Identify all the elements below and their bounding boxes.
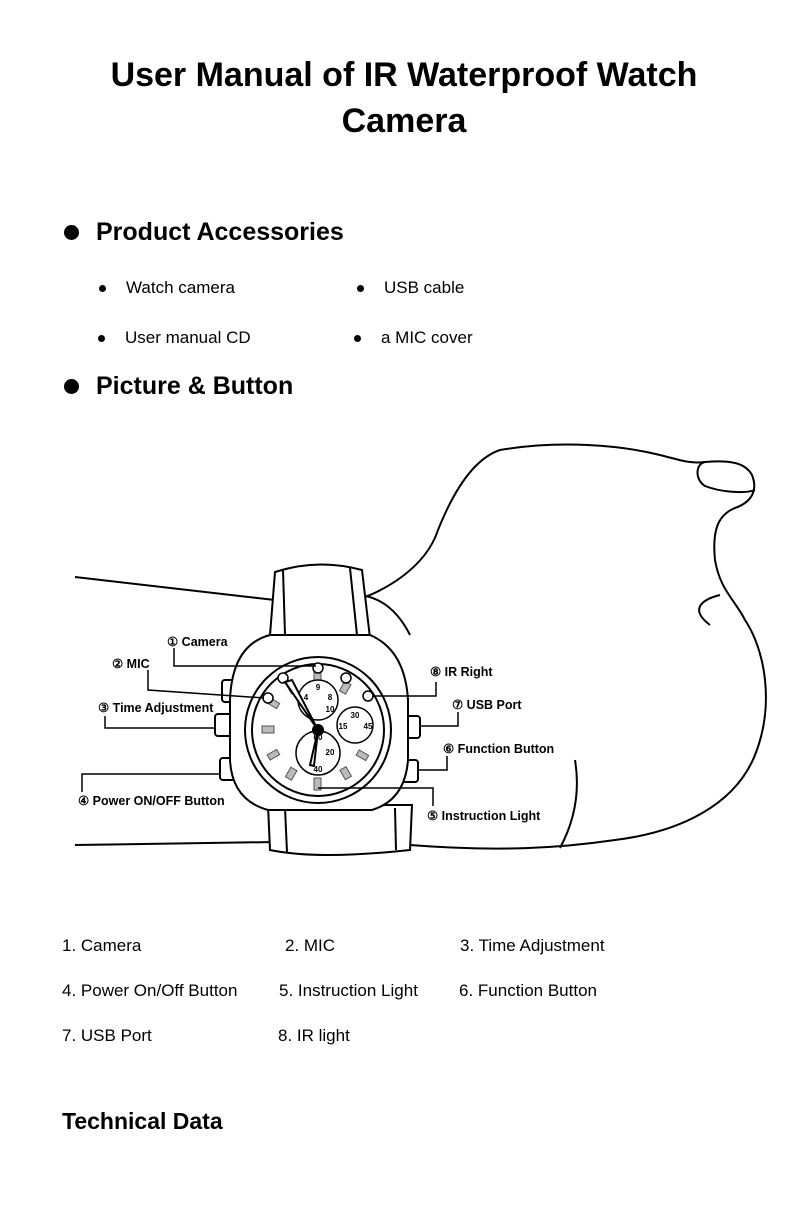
callout-camera: ① Camera	[167, 635, 229, 649]
callout-instruction-light: ⑤ Instruction Light	[427, 809, 541, 823]
legend-item: 5. Instruction Light	[279, 981, 418, 1000]
accessory-label: User manual CD	[125, 328, 251, 347]
legend-item: 1. Camera	[62, 936, 142, 955]
watch-hands	[283, 678, 324, 768]
dial-number: 20	[326, 748, 335, 757]
legend-item: 3. Time Adjustment	[460, 936, 605, 955]
callout-function-button: ⑥ Function Button	[443, 742, 554, 756]
accessory-item: a MIC cover	[354, 328, 473, 348]
bullet-icon	[98, 334, 105, 342]
callout-time-adjustment: ③ Time Adjustment	[98, 701, 214, 715]
dial-number: 60	[314, 733, 323, 742]
watch-diagram: 9 8 4 10 30 45 15 20 60 40 ① Camera ② MI…	[74, 443, 767, 856]
legend-item: 7. USB Port	[62, 1026, 152, 1045]
legend-item: 6. Function Button	[459, 981, 597, 1000]
dial-numbers: 9 8 4 10 30 45 15 20 60 40	[304, 683, 373, 774]
title-line-2: Camera	[341, 102, 467, 140]
accessory-label: Watch camera	[126, 278, 235, 297]
bullet-icon	[64, 379, 79, 394]
accessory-item: USB cable	[357, 278, 464, 298]
watch-strap-bottom	[266, 804, 414, 856]
callout-labels: ① Camera ② MIC ③ Time Adjustment ④ Power…	[78, 635, 554, 823]
section-heading: Product Accessories	[96, 218, 344, 246]
callout-mic: ② MIC	[112, 657, 150, 671]
hand-outline	[74, 443, 767, 850]
callout-lines	[81, 648, 459, 806]
legend-item: 8. IR light	[278, 1026, 350, 1045]
watch-strap-top	[268, 563, 372, 640]
legend-item: 2. MIC	[285, 936, 336, 955]
dial-number: 30	[351, 711, 360, 720]
title-line-1: User Manual of IR Waterproof Watch	[110, 56, 698, 94]
dial-number: 9	[316, 683, 321, 692]
bullet-icon	[64, 225, 79, 240]
callout-usb-port: ⑦ USB Port	[452, 698, 522, 712]
bullet-icon	[99, 284, 106, 292]
document-title: User Manual of IR Waterproof Watch Camer…	[0, 52, 808, 144]
accessory-label: a MIC cover	[381, 328, 473, 347]
section-product-accessories: Product Accessories	[64, 218, 344, 247]
dial-number: 15	[339, 722, 348, 731]
accessory-item: User manual CD	[98, 328, 251, 348]
dial-number: 8	[328, 693, 333, 702]
dial-number: 40	[314, 765, 323, 774]
callout-ir-right: ⑧ IR Right	[430, 665, 493, 679]
section-picture-button: Picture & Button	[64, 372, 293, 401]
sub-dials	[295, 679, 374, 776]
accessory-label: USB cable	[384, 278, 465, 297]
bullet-icon	[354, 334, 361, 342]
bullet-icon	[357, 284, 364, 292]
dial-number: 45	[364, 722, 373, 731]
section-heading: Picture & Button	[96, 372, 294, 400]
technical-data-heading: Technical Data	[62, 1108, 223, 1134]
accessory-item: Watch camera	[99, 278, 235, 298]
legend-item: 4. Power On/Off Button	[62, 981, 238, 1000]
dial-number: 4	[304, 693, 309, 702]
dial-number: 10	[326, 705, 335, 714]
callout-power-button: ④ Power ON/OFF Button	[78, 794, 225, 808]
